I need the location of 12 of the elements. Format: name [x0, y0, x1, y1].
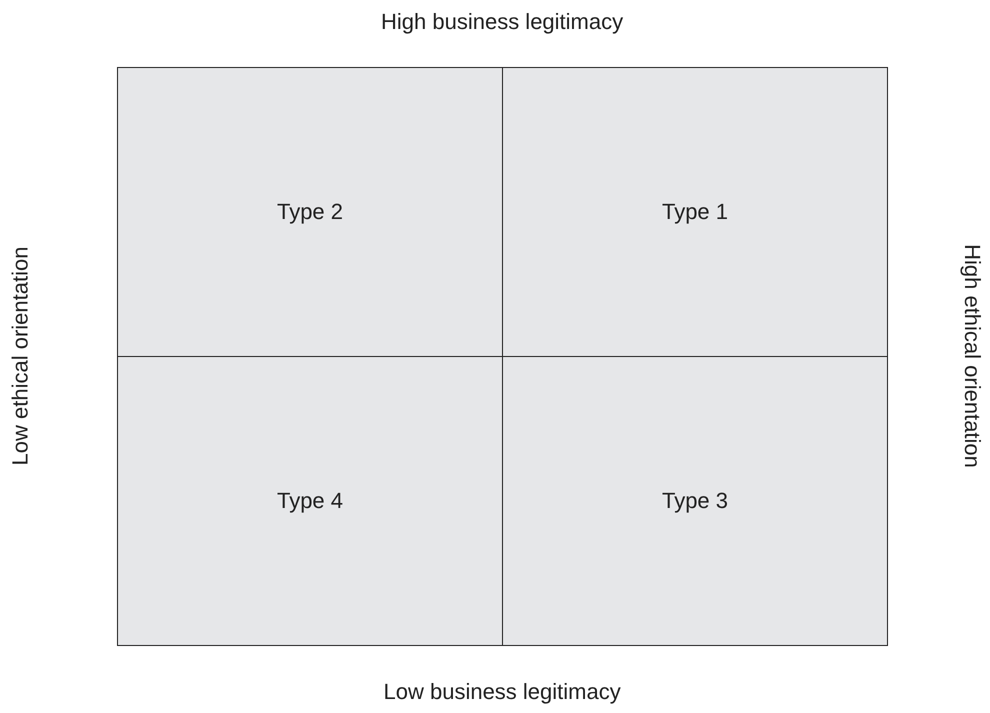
axis-label: Low business legitimacy [384, 679, 621, 705]
axis-label: High business legitimacy [381, 9, 624, 35]
quadrant-label: Type 3 [662, 488, 728, 514]
quadrant-cell [117, 356, 503, 646]
quadrant-label: Type 4 [276, 488, 344, 514]
axis-label: High ethical orientation [958, 244, 985, 468]
axis-label: Low ethical orientation [6, 246, 33, 466]
quadrant-label: Type 1 [662, 199, 728, 225]
quadrant-label: Type 2 [276, 199, 344, 225]
quadrant-cell [502, 67, 888, 357]
quadrant-cell [502, 356, 888, 646]
quadrant-cell [117, 67, 503, 357]
